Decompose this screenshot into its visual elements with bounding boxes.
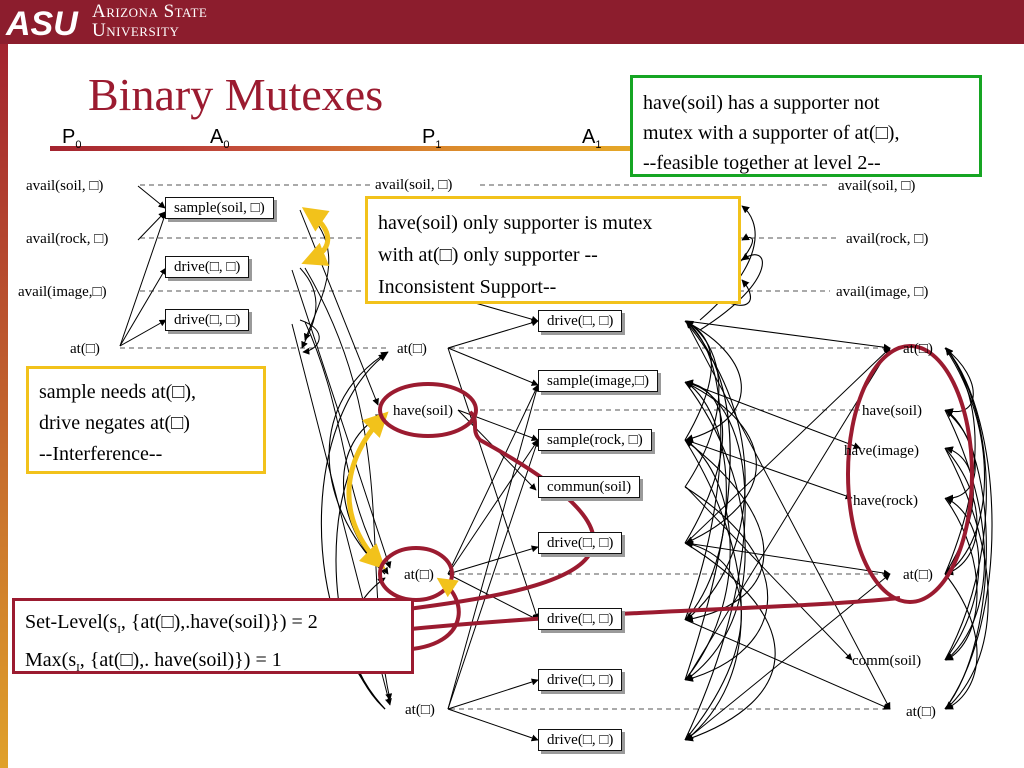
red-connector-p1 [394, 577, 461, 652]
callout-inconsistent-support: have(soil) only supporter is mutex with … [365, 196, 741, 304]
university-line-2: University [92, 20, 180, 41]
a1-sample-image: sample(image,□) [538, 370, 658, 392]
a0-drive-1: drive(□, □) [165, 256, 250, 278]
p2-avail-image: avail(image, □) [836, 284, 929, 300]
university-line-1: Arizona State [92, 1, 208, 22]
p2-at-1: at(□) [903, 341, 933, 357]
mutex-arrow-p1 [346, 411, 389, 570]
callout-yellow-top-line: with at(□) only supporter -- [378, 244, 598, 266]
callout-yellow-top-line: Inconsistent Support-- [378, 276, 557, 298]
level-label-p0: P0 [62, 126, 82, 151]
callout-yellow-left-line: --Interference-- [39, 443, 163, 465]
p2-comm-soil: comm(soil) [852, 653, 922, 669]
p0-at: at(□) [70, 341, 100, 357]
p1-at-2: at(□) [404, 567, 434, 583]
a0-sample-soil: sample(soil, □) [165, 197, 274, 219]
max-level-line: Max(sI, {at(□),. have(soil)}) = 1 [25, 649, 282, 674]
level-label-p1: P1 [422, 126, 442, 151]
callout-yellow-top-line: have(soil) only supporter is mutex [378, 212, 653, 234]
p0-avail-rock: avail(rock, □) [26, 231, 109, 247]
callout-set-level: Set-Level(sI, {at(□),.have(soil)}) = 2 M… [12, 598, 414, 674]
asu-logo: ASU [5, 5, 79, 41]
callout-feasible: have(soil) has a supporter not mutex wit… [630, 75, 982, 177]
p1-at-3: at(□) [405, 702, 435, 718]
p1-at-1: at(□) [397, 341, 427, 357]
mutex-arrow-a0 [301, 207, 331, 266]
level-label-a0: A0 [210, 126, 230, 151]
side-accent-bar [0, 44, 8, 768]
red-connector-have [399, 410, 596, 612]
p2-avail-rock: avail(rock, □) [846, 231, 929, 247]
a1-drive-3: drive(□, □) [538, 608, 623, 630]
slide-title: Binary Mutexes [88, 69, 384, 120]
p2-at-3: at(□) [906, 704, 936, 720]
callout-green-line: mutex with a supporter of at(□), [643, 122, 900, 144]
have-soil-ellipse [378, 382, 478, 438]
set-level-line: Set-Level(sI, {at(□),.have(soil)}) = 2 [25, 611, 318, 636]
a0-drive-2: drive(□, □) [165, 309, 250, 331]
a1-sample-rock: sample(rock, □) [538, 429, 652, 451]
p1-have-soil: have(soil) [393, 403, 453, 419]
a1-drive-1: drive(□, □) [538, 310, 623, 332]
a1-commun-soil: commun(soil) [538, 476, 641, 498]
callout-interference: sample needs at(□), drive negates at(□) … [26, 366, 266, 474]
at-ellipse [378, 546, 454, 602]
callout-yellow-left-line: drive negates at(□) [39, 412, 190, 434]
a1-drive-4: drive(□, □) [538, 669, 623, 691]
p2-avail-soil: avail(soil, □) [838, 178, 916, 194]
asu-logo-lettering: ASU [5, 5, 79, 41]
p2-have-rock: have(rock) [853, 493, 918, 509]
university-name: Arizona State University [92, 2, 207, 40]
level-label-a1: A1 [582, 126, 602, 151]
p2-at-2: at(□) [903, 567, 933, 583]
red-connector-level2 [399, 596, 901, 632]
p0-avail-image: avail(image,□) [18, 284, 107, 300]
callout-green-line: --feasible together at level 2-- [643, 152, 881, 174]
a1-drive-5: drive(□, □) [538, 729, 623, 751]
p2-have-image: have(image) [844, 443, 919, 459]
p1-avail-soil: avail(soil, □) [375, 177, 453, 193]
a1-drive-2: drive(□, □) [538, 532, 623, 554]
level2-ellipse [846, 344, 974, 604]
callout-green-line: have(soil) has a supporter not [643, 92, 880, 114]
level-rule [50, 146, 640, 151]
callout-yellow-left-line: sample needs at(□), [39, 381, 197, 403]
p2-have-soil: have(soil) [862, 403, 922, 419]
header-bar [0, 0, 1024, 44]
p0-avail-soil: avail(soil, □) [26, 178, 104, 194]
